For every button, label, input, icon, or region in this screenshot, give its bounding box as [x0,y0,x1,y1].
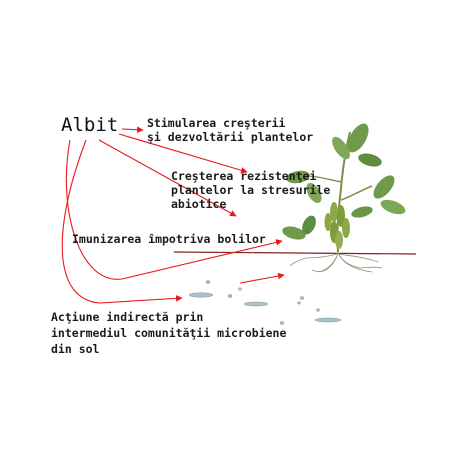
effect-soil-line-1: Acţiune indirectă prin [51,310,204,324]
effect-soil-line-3: din sol [51,342,100,356]
product-title: Albit [61,114,119,136]
plant-illustration-icon [282,123,406,253]
arrow-to-abiotic [98,139,237,217]
effect-resistance-line-2: plantelor la stresurile [171,183,331,197]
effect-growth-line-1: Stimularea creşterii [147,116,286,130]
effect-growth-label: Stimularea creşterii şi dezvoltării plan… [147,116,313,144]
effect-growth-line-2: şi dezvoltării plantelor [147,130,314,144]
microbe-illustration-icon [188,280,342,325]
effect-immunization-line-1: Imunizarea împotriva bolilor [72,232,266,246]
effect-resistance-line-3: abiotice [171,197,227,211]
root-illustration-icon [289,252,383,273]
arrow-plant-to-soil [239,272,285,284]
arrow-to-soil-microbes [61,139,183,304]
effect-soil-label: Acţiune indirectă prin intermediul comun… [51,309,286,357]
soil-line [173,251,417,255]
arrow-to-immunization [65,139,283,280]
arrow-to-resistance [118,133,248,174]
effect-soil-line-2: intermediul comunităţii microbiene [51,326,287,340]
effect-resistance-label: Creşterea rezistenţei plantelor la stres… [171,169,330,211]
effect-immunization-label: Imunizarea împotriva bolilor [72,232,266,246]
arrow-to-growth [121,126,144,134]
effect-resistance-line-1: Creşterea rezistenţei [171,169,317,183]
